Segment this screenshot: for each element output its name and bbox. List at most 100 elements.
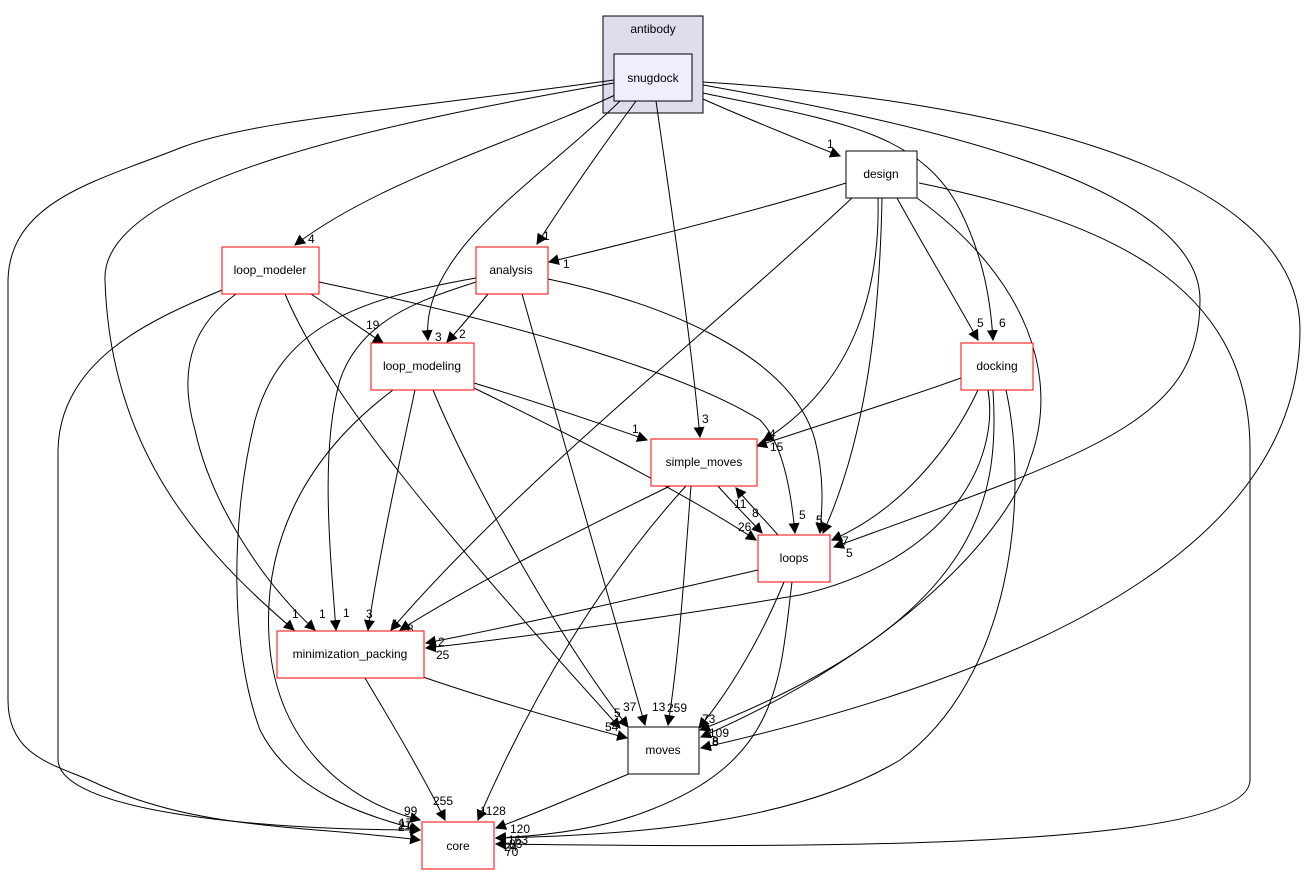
edge-label-loop_modeler-minimization_packing: 1 <box>319 607 326 621</box>
edge-snugdock-minimization_packing <box>104 82 615 631</box>
edge-label-docking-moves: 109 <box>709 726 729 740</box>
edge-loop_modeling-moves <box>432 389 629 728</box>
node-moves[interactable]: moves <box>627 726 700 775</box>
node-minimization_packing[interactable]: minimization_packing <box>276 630 425 679</box>
edge-label-simple_moves-moves: 259 <box>667 701 687 715</box>
edge-label-snugdock-simple_moves: 3 <box>702 412 709 426</box>
node-label: analysis <box>489 263 532 277</box>
node-analysis[interactable]: analysis <box>475 246 549 295</box>
node-label: minimization_packing <box>293 647 408 661</box>
edge-label-analysis-core: 21 <box>398 818 412 832</box>
edge-simple_moves-loops <box>717 485 763 534</box>
edge-label-design-loops: 5 <box>816 513 823 527</box>
edge-label-design-analysis: 1 <box>563 257 570 271</box>
edge-analysis-core <box>236 277 477 833</box>
edge-docking-moves <box>698 389 995 732</box>
edge-label-docking-simple_moves: 15 <box>770 440 784 454</box>
edge-label-loop_modeling-simple_moves: 1 <box>632 422 639 436</box>
edge-docking-simple_moves <box>755 377 962 449</box>
edge-label-minimization_packing-moves: 54 <box>605 720 619 734</box>
edge-label-design-moves: 8 <box>712 734 719 748</box>
edge-label-snugdock-moves: 8 <box>712 735 719 749</box>
node-design[interactable]: design <box>845 150 918 199</box>
node-label: loop_modeling <box>383 359 461 373</box>
cluster-label: antibody <box>630 22 675 36</box>
edge-snugdock-loop_modeler <box>294 94 616 246</box>
edge-label-snugdock-core: 2 <box>398 820 405 834</box>
edge-snugdock-simple_moves <box>655 100 705 439</box>
edge-snugdock-analysis <box>536 100 637 245</box>
edge-loop_modeler-moves <box>284 293 621 729</box>
edge-label-snugdock-design: 1 <box>827 137 834 151</box>
edge-docking-core <box>494 389 1016 844</box>
edge-label-loop_modeling-minimization_packing: 3 <box>366 607 373 621</box>
edge-snugdock-loop_modeling <box>421 100 621 342</box>
edge-label-simple_moves-loops: 11 <box>734 497 747 511</box>
edge-label-design-minimization_packing: 4 <box>391 617 398 631</box>
edge-loop_modeler-loop_modeling <box>310 293 384 344</box>
node-label: simple_moves <box>666 455 743 469</box>
node-loop_modeling[interactable]: loop_modeling <box>370 342 475 391</box>
edge-snugdock-loops <box>702 84 1201 549</box>
edge-label-snugdock-loop_modeling: 3 <box>435 330 442 344</box>
edge-label-loops-moves: 73 <box>702 712 716 726</box>
node-loops[interactable]: loops <box>757 534 831 583</box>
edge-label-simple_moves-core: 1128 <box>480 804 506 818</box>
edge-loops-moves <box>698 581 785 729</box>
edge-snugdock-moves <box>699 81 1301 752</box>
node-label: design <box>863 167 898 181</box>
node-label: loop_modeler <box>234 263 307 277</box>
edge-label-minimization_packing-core: 255 <box>433 794 453 808</box>
edge-label-design-simple_moves: 4 <box>769 427 776 441</box>
edge-loop_modeler-minimization_packing <box>187 293 316 631</box>
edges: 1 4 1 3 3 6 1 5 8 2 1 5 4 5 4 8 24 <box>7 79 1301 859</box>
edge-label-snugdock-docking: 6 <box>999 316 1006 330</box>
edge-label-snugdock-analysis: 1 <box>543 229 550 243</box>
edge-label-loops-core: 83 <box>509 837 523 851</box>
edge-label-loops-simple_moves: 8 <box>752 506 759 520</box>
edge-loop_modeling-core <box>268 389 422 823</box>
edge-loop_modeler-core <box>57 289 422 836</box>
edge-loops-simple_moves <box>735 487 779 536</box>
edge-label-design-docking: 5 <box>977 316 984 330</box>
node-label: loops <box>780 551 809 565</box>
edge-analysis-minimization_packing <box>327 281 477 632</box>
edge-loop_modeling-simple_moves <box>473 382 649 442</box>
edge-label-loop_modeler-loop_modeling: 19 <box>366 318 380 332</box>
edge-label-docking-loops: 7 <box>842 534 849 548</box>
edge-docking-minimization_packing <box>424 389 991 653</box>
edge-label-docking-minimization_packing: 2 <box>438 635 445 649</box>
edge-loop_modeling-loops <box>473 387 757 541</box>
node-loop_modeler[interactable]: loop_modeler <box>221 246 320 295</box>
node-snugdock[interactable]: snugdock <box>613 53 693 102</box>
edge-snugdock-docking <box>702 92 998 342</box>
edge-label-loop_modeling-moves: 37 <box>623 700 637 714</box>
edge-label-snugdock-minimization_packing: 1 <box>292 607 299 621</box>
edge-simple_moves-core <box>476 485 687 822</box>
nodes: snugdock design loop_modeler analysis lo… <box>221 53 1034 870</box>
edge-design-minimization_packing <box>390 197 853 631</box>
edge-label-analysis-loops: 5 <box>816 513 823 527</box>
edge-label-analysis-moves: 13 <box>652 700 666 714</box>
edge-analysis-loops <box>547 278 827 535</box>
edge-loop_modeling-minimization_packing <box>364 389 416 632</box>
node-label: snugdock <box>627 71 679 85</box>
edge-loop_modeler-loops <box>318 281 800 535</box>
edge-design-loops <box>822 197 883 535</box>
edge-label-loops-minimization_packing: 25 <box>436 648 450 662</box>
node-core[interactable]: core <box>421 821 495 870</box>
edge-analysis-loop_modeling <box>446 293 489 343</box>
edge-label-analysis-loop_modeling: 2 <box>459 327 466 341</box>
node-simple_moves[interactable]: simple_moves <box>650 438 758 487</box>
edge-loops-minimization_packing <box>424 569 759 647</box>
node-label: moves <box>645 743 680 757</box>
edge-label-loop_modeling-core: 99 <box>404 804 418 818</box>
edge-label-loop_modeler-loops: 5 <box>799 508 806 522</box>
edge-design-docking <box>896 197 979 341</box>
edge-label-docking-core-2: 70 <box>505 845 519 859</box>
node-docking[interactable]: docking <box>960 342 1034 391</box>
edge-design-simple_moves <box>762 197 879 442</box>
edge-simple_moves-moves <box>664 485 692 727</box>
edge-analysis-moves <box>521 293 648 727</box>
